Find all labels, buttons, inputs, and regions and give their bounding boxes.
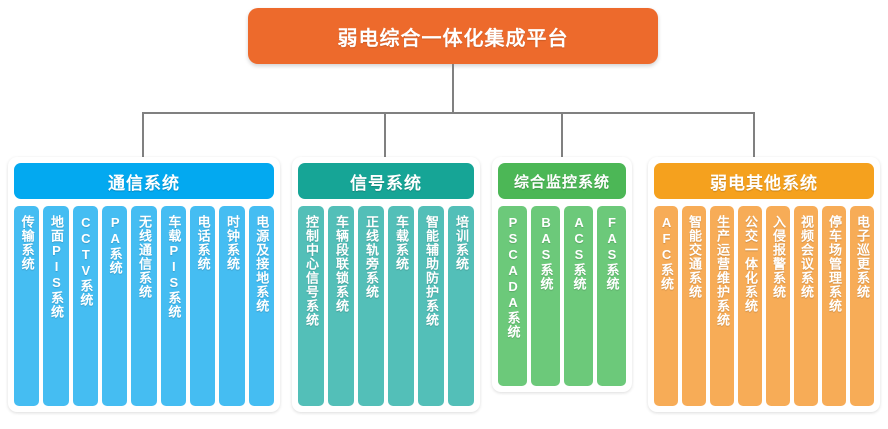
root-node[interactable]: 弱电综合一体化集成平台 [248, 8, 658, 64]
leaf-row-signal: 控制中心信号系统 车辆段联锁系统 正线轨旁系统 车载系统 智能辅助防护系统 培训… [298, 206, 474, 406]
leaf-label: AFC系统 [659, 215, 675, 291]
leaf-row-integrated-supervisory: PSCADA系统 BAS系统 ACS系统 FAS系统 [498, 206, 626, 386]
leaf-label: 生产运营维护系统 [715, 215, 731, 327]
leaf-item[interactable]: 培训系统 [448, 206, 474, 406]
leaf-label: 无线通信系统 [136, 215, 152, 299]
leaf-label: 智能辅助防护系统 [424, 215, 440, 327]
group-title-other-elv: 弱电其他系统 [710, 173, 818, 193]
leaf-item[interactable]: 地面PIS系统 [43, 206, 69, 406]
leaf-item[interactable]: ACS系统 [564, 206, 593, 386]
leaf-item[interactable]: 车载PIS系统 [160, 206, 186, 406]
root-node-label: 弱电综合一体化集成平台 [337, 27, 569, 50]
leaf-item[interactable]: 视频会议系统 [794, 206, 818, 406]
leaf-item[interactable]: 车辆段联锁系统 [328, 206, 354, 406]
connector-drop-other-elv [753, 112, 755, 157]
leaf-item[interactable]: 智能交通系统 [682, 206, 706, 406]
leaf-item[interactable]: 传输系统 [14, 206, 40, 406]
group-header-communication[interactable]: 通信系统 [14, 163, 274, 199]
leaf-item[interactable]: 公交一体化系统 [738, 206, 762, 406]
leaf-label: 视频会议系统 [799, 215, 815, 299]
leaf-item[interactable]: CCTV系统 [72, 206, 98, 406]
leaf-item[interactable]: 入侵报警系统 [766, 206, 790, 406]
leaf-label: 传输系统 [19, 215, 35, 271]
leaf-row-communication: 传输系统 地面PIS系统 CCTV系统 PA系统 无线通信系统 车载PIS系统 … [14, 206, 274, 406]
leaf-item[interactable]: PSCADA系统 [498, 206, 527, 386]
leaf-label: FAS系统 [604, 215, 620, 291]
leaf-label: 电子巡更系统 [855, 215, 871, 299]
leaf-label: 正线轨旁系统 [364, 215, 380, 299]
leaf-label: 电源及接地系统 [254, 215, 270, 313]
group-header-other-elv[interactable]: 弱电其他系统 [654, 163, 874, 199]
leaf-label: 培训系统 [454, 215, 470, 271]
group-communication[interactable]: 通信系统 传输系统 地面PIS系统 CCTV系统 PA系统 无线通信系统 车载P… [8, 157, 280, 412]
connector-horizontal-bus [143, 112, 754, 114]
group-title-signal: 信号系统 [350, 173, 422, 193]
group-signal[interactable]: 信号系统 控制中心信号系统 车辆段联锁系统 正线轨旁系统 车载系统 智能辅助防护… [292, 157, 480, 412]
group-integrated-supervisory[interactable]: 综合监控系统 PSCADA系统 BAS系统 ACS系统 FAS系统 [492, 157, 632, 392]
group-title-integrated-supervisory: 综合监控系统 [513, 173, 610, 191]
leaf-item[interactable]: 无线通信系统 [131, 206, 157, 406]
leaf-label: 车辆段联锁系统 [334, 215, 350, 313]
leaf-label: 控制中心信号系统 [304, 215, 320, 327]
leaf-label: 时钟系统 [224, 215, 240, 271]
leaf-label: 地面PIS系统 [49, 215, 64, 319]
connector-drop-integrated-supervisory [561, 112, 563, 157]
leaf-item[interactable]: PA系统 [101, 206, 128, 406]
leaf-item[interactable]: 时钟系统 [219, 206, 245, 406]
leaf-label: 公交一体化系统 [743, 215, 759, 313]
leaf-item[interactable]: 停车场管理系统 [822, 206, 846, 406]
leaf-label: PA系统 [107, 215, 123, 275]
leaf-label: 入侵报警系统 [771, 215, 787, 299]
group-title-communication: 通信系统 [108, 173, 180, 193]
group-header-integrated-supervisory[interactable]: 综合监控系统 [498, 163, 626, 199]
connector-root-stem [452, 64, 454, 113]
leaf-row-other-elv: AFC系统 智能交通系统 生产运营维护系统 公交一体化系统 入侵报警系统 视频会… [654, 206, 874, 406]
connector-drop-signal [384, 112, 386, 157]
connector-drop-communication [142, 112, 144, 157]
leaf-label: ACS系统 [571, 215, 587, 291]
leaf-label: 停车场管理系统 [827, 215, 843, 313]
leaf-label: 车载PIS系统 [166, 215, 182, 319]
leaf-label: 智能交通系统 [687, 215, 703, 299]
leaf-item[interactable]: 电子巡更系统 [850, 206, 874, 406]
leaf-item[interactable]: 生产运营维护系统 [710, 206, 734, 406]
leaf-item[interactable]: 智能辅助防护系统 [418, 206, 444, 406]
group-header-signal[interactable]: 信号系统 [298, 163, 474, 199]
leaf-item[interactable]: FAS系统 [597, 206, 626, 386]
leaf-label: CCTV系统 [78, 215, 94, 307]
leaf-label: 车载系统 [394, 215, 410, 271]
leaf-label: 电话系统 [195, 215, 211, 271]
leaf-item[interactable]: 车载系统 [388, 206, 414, 406]
leaf-item[interactable]: 电源及接地系统 [248, 206, 274, 406]
leaf-label: BAS系统 [538, 215, 554, 291]
leaf-item[interactable]: 电话系统 [189, 206, 216, 406]
leaf-item[interactable]: BAS系统 [531, 206, 560, 386]
leaf-item[interactable]: AFC系统 [654, 206, 678, 406]
leaf-item[interactable]: 正线轨旁系统 [358, 206, 384, 406]
leaf-label: PSCADA系统 [505, 215, 521, 339]
leaf-item[interactable]: 控制中心信号系统 [298, 206, 324, 406]
group-other-elv[interactable]: 弱电其他系统 AFC系统 智能交通系统 生产运营维护系统 公交一体化系统 入侵报… [648, 157, 880, 412]
